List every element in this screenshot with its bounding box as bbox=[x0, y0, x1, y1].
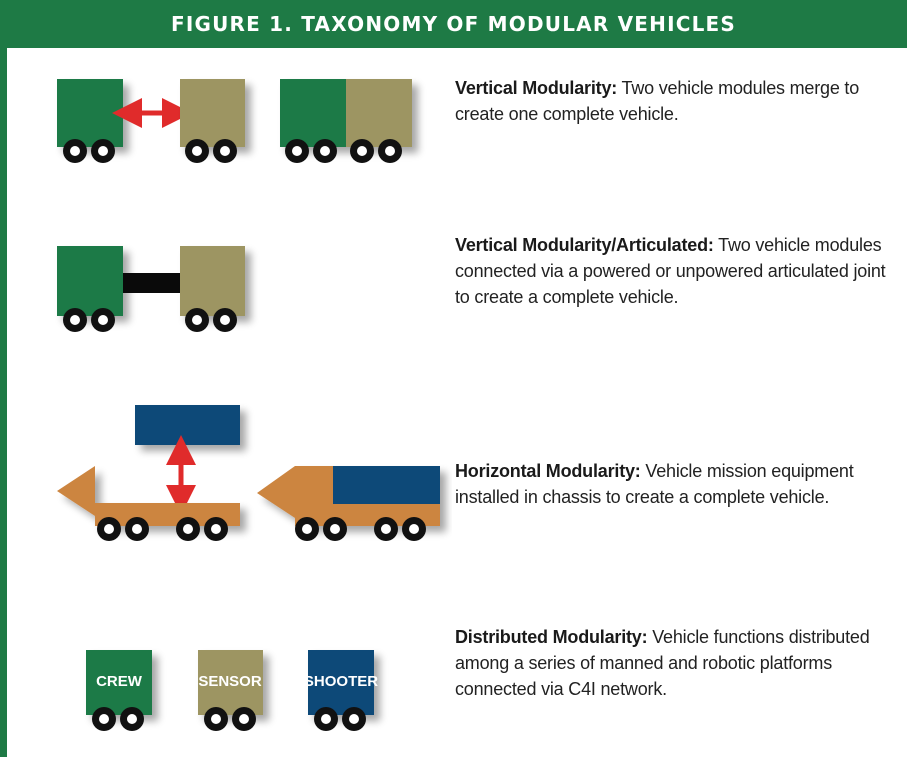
assembled-vehicle bbox=[257, 466, 440, 526]
row-distributed-modularity: CREW SENSOR SHOOTER bbox=[86, 650, 378, 731]
description-horizontal: Horizontal Modularity: Vehicle mission e… bbox=[455, 458, 895, 510]
crew-module bbox=[86, 650, 152, 715]
khaki-module bbox=[180, 79, 245, 147]
description-heading: Vertical Modularity/Articulated: bbox=[455, 235, 714, 255]
crew-label: CREW bbox=[96, 673, 143, 690]
description-heading: Horizontal Modularity: bbox=[455, 461, 641, 481]
green-module bbox=[57, 246, 123, 316]
sensor-label: SENSOR bbox=[198, 673, 262, 690]
description-vertical: Vertical Modularity: Two vehicle modules… bbox=[455, 75, 895, 127]
chassis bbox=[57, 466, 240, 526]
row-vertical-modularity bbox=[57, 79, 412, 163]
modularity-diagram: CREW SENSOR SHOOTER bbox=[57, 79, 440, 731]
description-text: Two vehicle modules connected via a powe… bbox=[455, 235, 886, 307]
description-heading: Distributed Modularity: bbox=[455, 627, 648, 647]
wheel-pair bbox=[63, 139, 115, 163]
left-accent-rule bbox=[0, 48, 7, 757]
shooter-module bbox=[308, 650, 374, 715]
sensor-module bbox=[198, 650, 263, 715]
wheel-set bbox=[97, 517, 228, 541]
khaki-module bbox=[180, 246, 245, 316]
description-text: Two vehicle modules merge to create one … bbox=[455, 78, 860, 124]
wheel-set bbox=[285, 139, 402, 163]
description-articulated: Vertical Modularity/Articulated: Two veh… bbox=[455, 232, 895, 310]
mission-module bbox=[135, 405, 240, 445]
description-distributed: Distributed Modularity: Vehicle function… bbox=[455, 624, 895, 702]
description-text: Vehicle functions distributed among a se… bbox=[455, 627, 870, 699]
wheel-pair bbox=[204, 707, 256, 731]
wheel-pair bbox=[185, 139, 237, 163]
green-module bbox=[57, 79, 123, 147]
figure-title: FIGURE 1. TAXONOMY OF MODULAR VEHICLES bbox=[0, 0, 907, 48]
row-articulated-modularity bbox=[57, 246, 245, 332]
articulated-joint bbox=[123, 273, 180, 293]
wheel-set bbox=[295, 517, 426, 541]
description-heading: Vertical Modularity: bbox=[455, 78, 618, 98]
description-text: Vehicle mission equipment installed in c… bbox=[455, 461, 854, 507]
wheel-pair bbox=[314, 707, 366, 731]
wheel-pair bbox=[92, 707, 144, 731]
wheel-set bbox=[63, 308, 237, 332]
row-horizontal-modularity bbox=[57, 405, 440, 541]
shooter-label: SHOOTER bbox=[304, 673, 378, 690]
merged-vehicle bbox=[280, 79, 412, 147]
